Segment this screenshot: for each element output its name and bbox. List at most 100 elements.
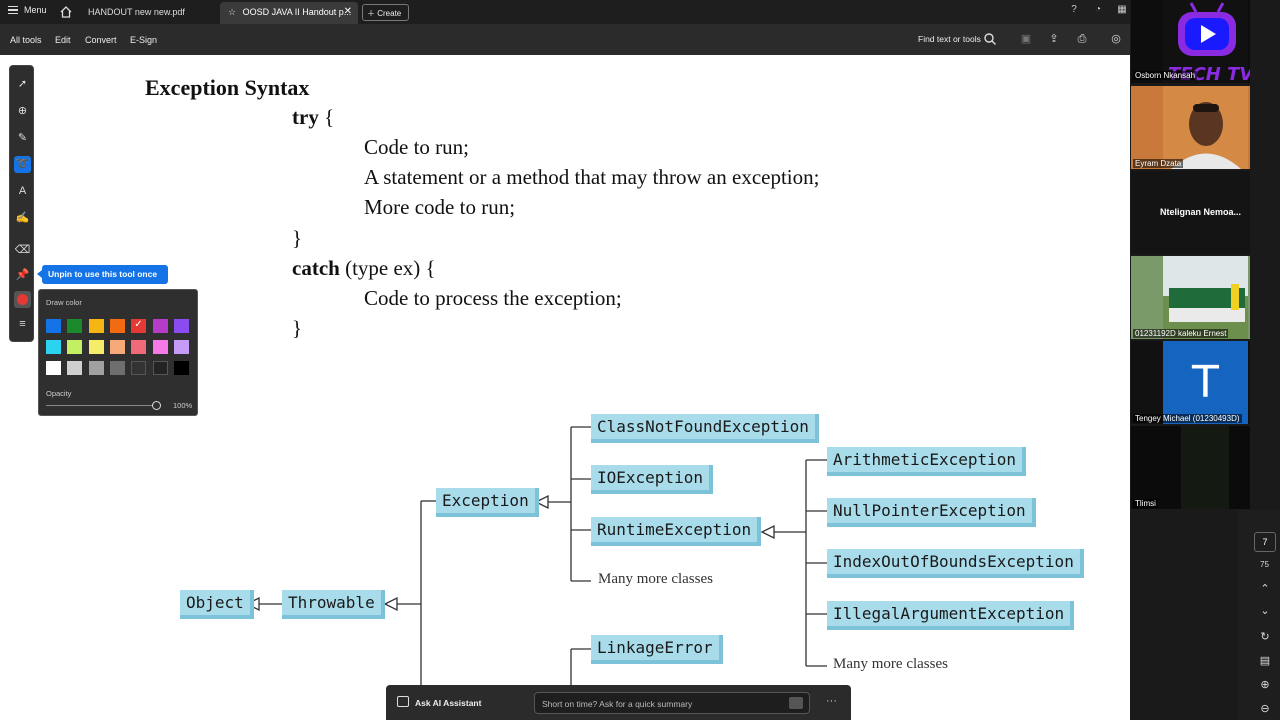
tab-oosd-java[interactable]: ☆ OOSD JAVA II Handout p... ✕ xyxy=(220,2,358,24)
convert-menu[interactable]: Convert xyxy=(85,35,117,45)
apps-grid-icon[interactable]: ▦ xyxy=(1117,4,1127,15)
class-arithmeticexception: ArithmeticException xyxy=(827,447,1027,476)
participant-tile-6[interactable]: Tlimsi xyxy=(1131,426,1250,509)
color-swatch[interactable] xyxy=(46,319,61,333)
select-cursor-icon[interactable]: ➚ xyxy=(17,78,28,90)
color-swatch[interactable] xyxy=(173,340,189,354)
page-up-icon[interactable]: ⌃ xyxy=(1260,583,1270,595)
dark-video xyxy=(1181,426,1229,509)
edit-menu[interactable]: Edit xyxy=(55,35,71,45)
color-swatch[interactable] xyxy=(88,361,104,375)
plus-icon: ＋ xyxy=(367,9,375,18)
color-swatch[interactable] xyxy=(67,361,83,375)
tech-tv-logo: TECH TV xyxy=(1163,0,1250,83)
ai-assistant-label[interactable]: Ask AI Assistant xyxy=(415,698,482,708)
find-text-button[interactable]: Find text or tools xyxy=(918,34,981,44)
avatar xyxy=(1163,86,1248,169)
code-catch-line: catch (type ex) { xyxy=(292,256,436,281)
more-menu-icon[interactable]: ≡ xyxy=(19,318,26,330)
participant-tile-4[interactable]: 01231192D kaleku Ernest xyxy=(1131,256,1250,339)
class-indexoutofboundsexception: IndexOutOfBoundsException xyxy=(827,549,1084,578)
class-illegalargumentexception: IllegalArgumentException xyxy=(827,601,1075,630)
page-thumbnail-icon[interactable]: ▤ xyxy=(1259,655,1271,667)
pin-icon[interactable]: 📌 xyxy=(15,269,30,281)
color-swatch[interactable] xyxy=(131,361,147,375)
participant-name: Osborn Nkansah xyxy=(1133,71,1198,80)
team-photo xyxy=(1163,256,1248,339)
color-swatch[interactable] xyxy=(173,361,189,375)
esign-menu[interactable]: E-Sign xyxy=(130,35,158,45)
color-swatch[interactable] xyxy=(152,319,168,333)
color-swatch[interactable] xyxy=(109,319,125,333)
more-options-icon[interactable]: ··· xyxy=(826,695,837,707)
all-tools-menu[interactable]: All tools xyxy=(10,35,42,45)
code-close-brace-1: } xyxy=(292,226,303,250)
participant-tile-2[interactable]: Eyram Dzata xyxy=(1131,86,1250,169)
current-page-input[interactable]: 7 xyxy=(1254,532,1276,552)
text-box-icon[interactable]: A xyxy=(18,185,27,197)
zoom-out-icon[interactable]: ⊖ xyxy=(1260,703,1270,715)
code-close-brace-2: } xyxy=(292,316,303,340)
total-pages: 75 xyxy=(1260,560,1269,569)
ai-assistant-bar: Ask AI Assistant Short on time? Ask for … xyxy=(386,685,851,720)
class-exception: Exception xyxy=(436,488,539,517)
draw-shape-icon[interactable]: ✍ xyxy=(15,212,30,224)
color-swatch[interactable] xyxy=(173,319,189,333)
color-swatch[interactable] xyxy=(109,361,125,375)
code-line-3: More code to run; xyxy=(364,195,516,219)
star-icon[interactable]: ☆ xyxy=(228,7,237,17)
close-tab-icon[interactable]: ✕ xyxy=(343,6,352,17)
create-button[interactable]: ＋ Create xyxy=(362,4,409,21)
ai-prompt-input[interactable]: Short on time? Ask for a quick summary xyxy=(534,692,810,714)
home-icon[interactable] xyxy=(59,5,73,19)
color-swatch[interactable] xyxy=(131,319,147,333)
color-swatch[interactable] xyxy=(46,361,61,375)
highlight-pen-icon[interactable]: ✎ xyxy=(17,132,28,144)
catch-keyword: catch xyxy=(292,256,340,280)
participant-name: Ntelignan Nemoa... xyxy=(1159,207,1241,217)
upload-cloud-icon[interactable]: ⇪ xyxy=(1049,33,1059,45)
color-swatch[interactable] xyxy=(46,340,61,354)
help-icon[interactable]: ? xyxy=(1071,4,1077,15)
participant-tile-1[interactable]: TECH TV Osborn Nkansah xyxy=(1131,0,1250,83)
opacity-slider-track[interactable] xyxy=(46,405,160,406)
color-swatch[interactable] xyxy=(67,319,83,333)
send-icon[interactable] xyxy=(789,697,803,709)
page-navigation: 7 75 ⌃ ⌄ ↻ ▤ ⊕ ⊖ xyxy=(1238,510,1280,720)
bell-icon[interactable]: ◔ xyxy=(1094,4,1102,15)
color-swatch[interactable] xyxy=(152,361,168,375)
participant-tile-3[interactable]: Ntelignan Nemoa... xyxy=(1131,171,1250,254)
draw-color-label: Draw color xyxy=(46,298,82,307)
participant-tile-5[interactable]: T Tengey Michael (01230493D) xyxy=(1131,341,1250,424)
draw-lasso-icon[interactable]: ➰ xyxy=(14,156,31,173)
color-swatch[interactable] xyxy=(152,340,168,354)
many-more-classes-2: Many more classes xyxy=(833,656,948,672)
menu-label: Menu xyxy=(24,5,47,15)
open-brace: { xyxy=(324,105,335,129)
top-right-icons: ? ◔ ▦ xyxy=(1068,4,1130,16)
color-swatch[interactable] xyxy=(109,340,125,354)
color-record-button[interactable] xyxy=(14,291,31,308)
eraser-icon[interactable]: ⌫ xyxy=(14,244,31,256)
color-swatch[interactable] xyxy=(88,340,104,354)
menu-button[interactable]: Menu xyxy=(8,5,47,15)
color-swatch[interactable] xyxy=(67,340,83,354)
save-icon[interactable]: ▣ xyxy=(1020,33,1032,45)
tab-label: OOSD JAVA II Handout p... xyxy=(242,7,352,17)
color-swatch[interactable] xyxy=(88,319,104,333)
rotate-icon[interactable]: ↻ xyxy=(1260,631,1270,643)
color-swatch[interactable] xyxy=(131,340,147,354)
tab-handout[interactable]: HANDOUT new new.pdf xyxy=(80,2,220,24)
print-icon[interactable]: ⎙ xyxy=(1077,33,1087,45)
search-icon[interactable] xyxy=(983,32,997,46)
opacity-slider-knob[interactable] xyxy=(152,401,161,410)
add-comment-icon[interactable]: ⊕ xyxy=(17,105,28,117)
annotation-toolstrip: ➚ ⊕ ✎ ➰ A ✍ ⌫ 📌 ≡ xyxy=(9,65,34,342)
page-title: Exception Syntax xyxy=(145,75,310,100)
ai-icon[interactable]: ◎ xyxy=(1111,33,1121,45)
zoom-in-icon[interactable]: ⊕ xyxy=(1260,679,1270,691)
page-down-icon[interactable]: ⌄ xyxy=(1260,605,1270,617)
class-nullpointerexception: NullPointerException xyxy=(827,498,1036,527)
participant-name: 01231192D kaleku Ernest xyxy=(1133,329,1229,338)
many-more-classes-1: Many more classes xyxy=(598,571,713,587)
